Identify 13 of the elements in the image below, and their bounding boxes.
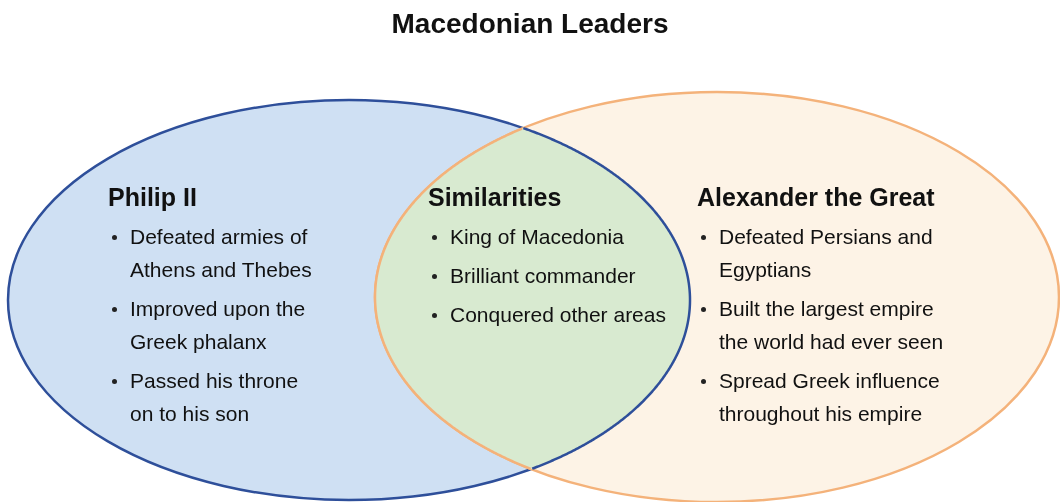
bullet-text: Improved upon the Greek phalanx	[130, 297, 306, 353]
bullet-text: Passed his throne on to his son	[130, 369, 299, 425]
bullet-text: Built the largest empire the world had ever seen	[719, 297, 944, 353]
bullet-text: Spread Greek influence throughout his empire	[719, 369, 940, 425]
venn-heading: Alexander the Great	[697, 183, 936, 212]
bullet-text: Conquered other areas	[450, 303, 666, 326]
bullet-text: King of Macedonia	[450, 225, 624, 248]
diagram-title: Macedonian Leaders	[390, 8, 670, 40]
bullet-text: Defeated Persians and Egyptians	[719, 225, 933, 281]
bullet-text: Defeated armies of Athens and Thebes	[130, 225, 312, 281]
bullet-text: Brilliant commander	[450, 264, 636, 287]
venn-heading: Similarities	[428, 183, 563, 212]
venn-heading: Philip II	[108, 183, 198, 212]
